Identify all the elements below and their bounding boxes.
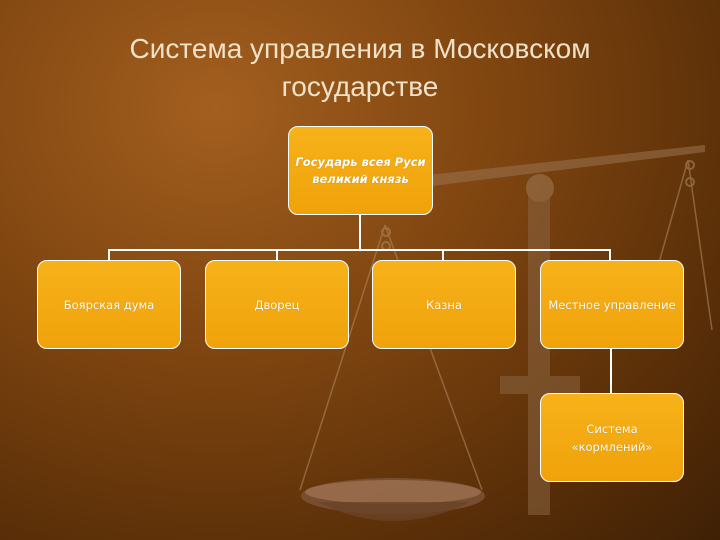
- node-mestnoe-upravlenie-label: Местное управление: [548, 297, 676, 312]
- page-title: Система управления в Московском государс…: [60, 30, 660, 106]
- root-node-line1: Государь всея Руси: [295, 154, 426, 169]
- node-kazna: Казна: [372, 260, 516, 349]
- connector-to-mestnoe: [609, 249, 611, 261]
- connector-to-sub: [610, 348, 612, 394]
- scale-base: [500, 376, 580, 394]
- page-title-line1: Система управления в Московском: [129, 33, 591, 64]
- root-node: Государь всея Руси великий князь: [288, 126, 433, 215]
- page-title-line2: государстве: [281, 71, 439, 102]
- node-sistema-kormleniy-line2: «кормлений»: [571, 439, 653, 454]
- node-dvorets: Дворец: [205, 260, 349, 349]
- node-boyar-duma: Боярская дума: [37, 260, 181, 349]
- scale-left-pan: [301, 478, 485, 514]
- node-sistema-kormleniy-line1: Система: [586, 421, 638, 436]
- node-kazna-label: Казна: [426, 297, 462, 312]
- scale-beam: [400, 145, 705, 190]
- connector-to-dvorets: [276, 249, 278, 261]
- node-sistema-kormleniy: Система «кормлений»: [540, 393, 684, 482]
- node-boyar-duma-label: Боярская дума: [63, 297, 155, 312]
- node-dvorets-label: Дворец: [254, 297, 300, 312]
- connector-horizontal: [108, 249, 611, 251]
- scale-pivot: [526, 174, 554, 202]
- connector-to-kazna: [442, 249, 444, 261]
- node-mestnoe-upravlenie: Местное управление: [540, 260, 684, 349]
- connector-root-down: [359, 215, 361, 251]
- connector-to-boyar-duma: [108, 249, 110, 261]
- root-node-line2: великий князь: [312, 171, 409, 186]
